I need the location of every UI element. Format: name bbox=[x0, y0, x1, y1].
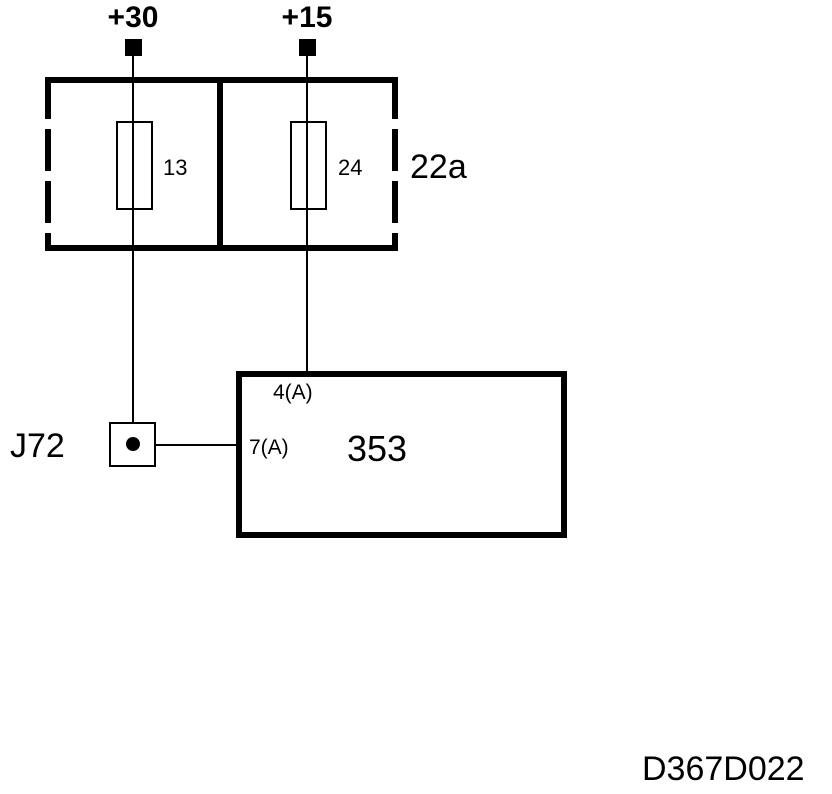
fuse-box-label: 22a bbox=[410, 148, 467, 186]
figure-code: D367D022 bbox=[642, 750, 805, 788]
fuse-box bbox=[45, 77, 398, 251]
supply-label-plus30: +30 bbox=[108, 1, 159, 34]
terminal-plus15 bbox=[299, 39, 316, 56]
module-pin-4: 4(A) bbox=[273, 381, 313, 404]
fuse-label-24: 24 bbox=[338, 155, 362, 180]
junction-dot bbox=[126, 437, 140, 451]
module-box bbox=[236, 371, 567, 538]
terminal-plus30 bbox=[125, 39, 142, 56]
fuse-24 bbox=[290, 121, 327, 210]
wires bbox=[132, 56, 308, 446]
junction-label: J72 bbox=[10, 427, 65, 465]
fuse-13 bbox=[116, 121, 153, 210]
module-pin-7: 7(A) bbox=[249, 436, 289, 459]
fuse-label-13: 13 bbox=[163, 155, 187, 180]
supply-label-plus15: +15 bbox=[282, 1, 333, 34]
module-label: 353 bbox=[347, 428, 407, 469]
